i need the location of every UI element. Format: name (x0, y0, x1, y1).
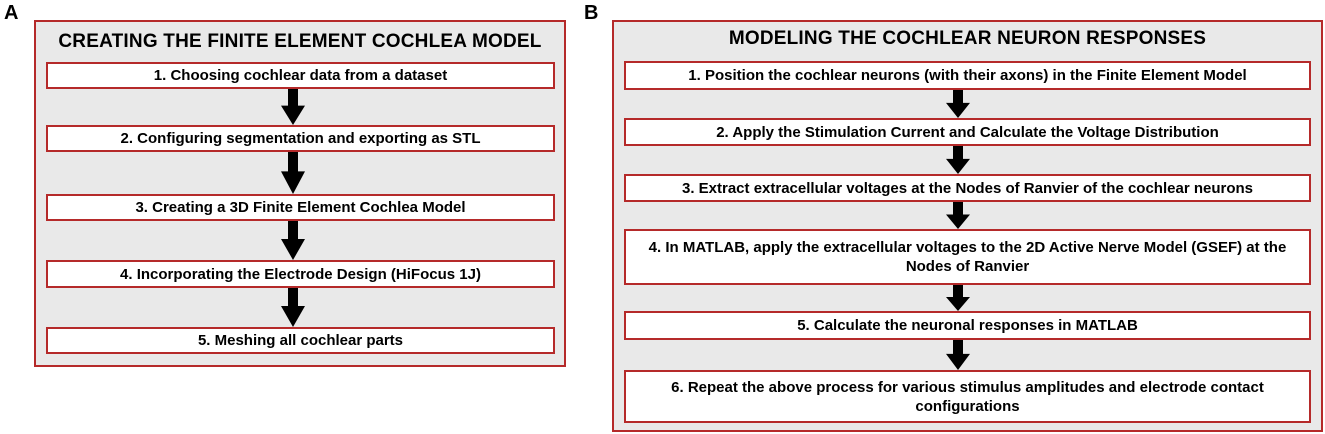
down-arrow-icon (946, 202, 970, 229)
down-arrow-icon (946, 146, 970, 174)
panel-b-step-5: 5. Calculate the neuronal responses in M… (624, 311, 1311, 340)
panel-a-flowchart: CREATING THE FINITE ELEMENT COCHLEA MODE… (34, 20, 566, 367)
panel-a-step-2: 2. Configuring segmentation and exportin… (46, 125, 555, 152)
panel-b-step-1: 1. Position the cochlear neurons (with t… (624, 61, 1311, 90)
down-arrow-icon (281, 152, 305, 194)
down-arrow-icon (281, 221, 305, 260)
panel-b-flowchart: MODELING THE COCHLEAR NEURON RESPONSES 1… (612, 20, 1323, 432)
panel-b-step-6: 6. Repeat the above process for various … (624, 370, 1311, 423)
down-arrow-icon (946, 90, 970, 118)
panel-a-step-3: 3. Creating a 3D Finite Element Cochlea … (46, 194, 555, 221)
down-arrow-icon (946, 340, 970, 370)
panel-a-step-4: 4. Incorporating the Electrode Design (H… (46, 260, 555, 288)
panel-b-letter: B (584, 2, 599, 24)
panel-b-title: MODELING THE COCHLEAR NEURON RESPONSES (728, 28, 1207, 49)
down-arrow-icon (281, 288, 305, 327)
panel-a-title: CREATING THE FINITE ELEMENT COCHLEA MODE… (58, 31, 542, 52)
panel-b-step-4: 4. In MATLAB, apply the extracellular vo… (624, 229, 1311, 285)
down-arrow-icon (281, 89, 305, 125)
panel-a-step-1: 1. Choosing cochlear data from a dataset (46, 62, 555, 89)
panel-b-step-3: 3. Extract extracellular voltages at the… (624, 174, 1311, 202)
panel-a-step-5: 5. Meshing all cochlear parts (46, 327, 555, 354)
panel-b-step-2: 2. Apply the Stimulation Current and Cal… (624, 118, 1311, 146)
panel-a-letter: A (4, 2, 19, 24)
down-arrow-icon (946, 285, 970, 311)
